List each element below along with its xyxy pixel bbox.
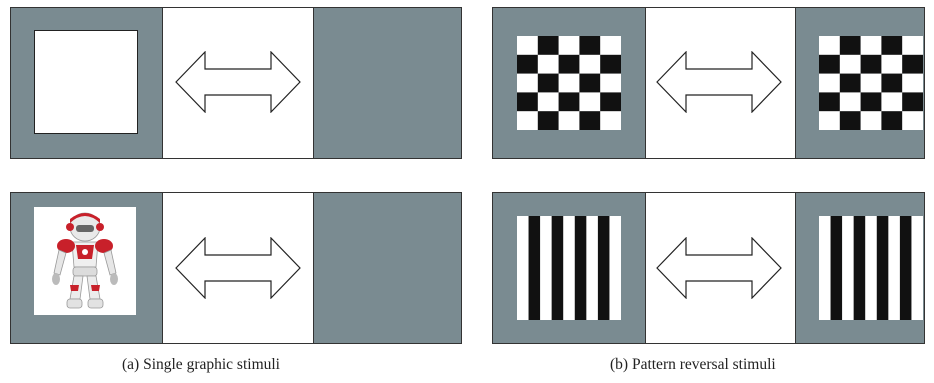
checker-cell <box>839 92 861 112</box>
stripe <box>911 216 923 320</box>
stripe <box>574 216 587 320</box>
panel-a-row1 <box>10 7 462 159</box>
checker-cell <box>579 73 601 93</box>
stripe <box>597 216 610 320</box>
checker-cell <box>881 54 903 74</box>
middle-cell <box>645 8 796 158</box>
checker-cell <box>600 54 621 74</box>
stripe <box>865 216 877 320</box>
checker-cell <box>579 36 601 55</box>
checker-cell <box>881 111 903 130</box>
checker-cell <box>517 36 538 55</box>
panel-a-row2 <box>10 192 462 344</box>
checker-cell <box>579 111 601 130</box>
stripe <box>888 216 901 320</box>
checker-cell <box>902 73 923 93</box>
checker-cell <box>600 73 621 93</box>
checker-cell <box>600 36 621 55</box>
checker-cell <box>902 92 923 112</box>
robot-image-stimulus <box>34 207 136 315</box>
robot-icon <box>52 212 118 309</box>
stripe <box>563 216 575 320</box>
checker-cell <box>902 111 923 130</box>
checker-cell <box>537 36 559 55</box>
caption-b: (b) Pattern reversal stimuli <box>610 356 776 373</box>
white-square-stimulus <box>34 30 138 134</box>
checker-cell <box>558 111 580 130</box>
checker-cell <box>819 73 840 93</box>
checker-cell <box>860 54 882 74</box>
stripe <box>609 216 621 320</box>
checker-cell <box>819 36 840 55</box>
checker-cell <box>579 92 601 112</box>
left-cell <box>493 193 645 343</box>
right-cell <box>314 8 461 158</box>
stripe <box>517 216 529 320</box>
checker-cell <box>839 111 861 130</box>
stripe <box>586 216 599 320</box>
checker-cell <box>860 36 882 55</box>
checker-cell <box>819 92 840 112</box>
checker-cell <box>860 111 882 130</box>
checker-cell <box>819 54 840 74</box>
stripe <box>528 216 541 320</box>
checker-cell <box>517 54 538 74</box>
panel-b-row1 <box>492 7 925 159</box>
left-cell <box>11 193 162 343</box>
checker-cell <box>881 36 903 55</box>
double-arrow-icon <box>656 237 782 299</box>
checker-cell <box>819 111 840 130</box>
checker-cell <box>537 54 559 74</box>
stripe <box>876 216 889 320</box>
double-arrow-icon <box>175 51 301 113</box>
checker-cell <box>881 92 903 112</box>
checkerboard-reversed-stimulus <box>819 36 923 130</box>
checkerboard-stimulus <box>517 36 621 130</box>
checker-cell <box>881 73 903 93</box>
checker-cell <box>537 111 559 130</box>
stripe <box>899 216 912 320</box>
stripe <box>551 216 564 320</box>
checker-cell <box>902 36 923 55</box>
caption-a: (a) Single graphic stimuli <box>122 356 280 373</box>
checker-cell <box>537 92 559 112</box>
double-arrow-icon <box>175 237 301 299</box>
checker-cell <box>517 73 538 93</box>
checker-cell <box>558 36 580 55</box>
vertical-stripes-reversed-stimulus <box>819 216 923 320</box>
checker-cell <box>558 92 580 112</box>
stripe <box>819 216 831 320</box>
checker-cell <box>579 54 601 74</box>
checker-cell <box>517 92 538 112</box>
stripe <box>842 216 854 320</box>
checker-cell <box>902 54 923 74</box>
checker-cell <box>517 111 538 130</box>
left-cell <box>11 8 162 158</box>
checker-cell <box>537 73 559 93</box>
vertical-stripes-stimulus <box>517 216 621 320</box>
checker-cell <box>860 92 882 112</box>
middle-cell <box>162 8 314 158</box>
checker-cell <box>558 73 580 93</box>
checker-cell <box>558 54 580 74</box>
left-cell <box>493 8 645 158</box>
checker-cell <box>600 111 621 130</box>
panel-b-row2 <box>492 192 925 344</box>
checker-cell <box>600 92 621 112</box>
checker-cell <box>839 54 861 74</box>
checker-cell <box>839 36 861 55</box>
right-cell <box>314 193 461 343</box>
right-cell <box>796 8 924 158</box>
double-arrow-icon <box>656 51 782 113</box>
stripe <box>540 216 552 320</box>
stripe <box>830 216 843 320</box>
right-cell <box>796 193 924 343</box>
checker-cell <box>860 73 882 93</box>
middle-cell <box>645 193 796 343</box>
stripe <box>853 216 866 320</box>
middle-cell <box>162 193 314 343</box>
checker-cell <box>839 73 861 93</box>
